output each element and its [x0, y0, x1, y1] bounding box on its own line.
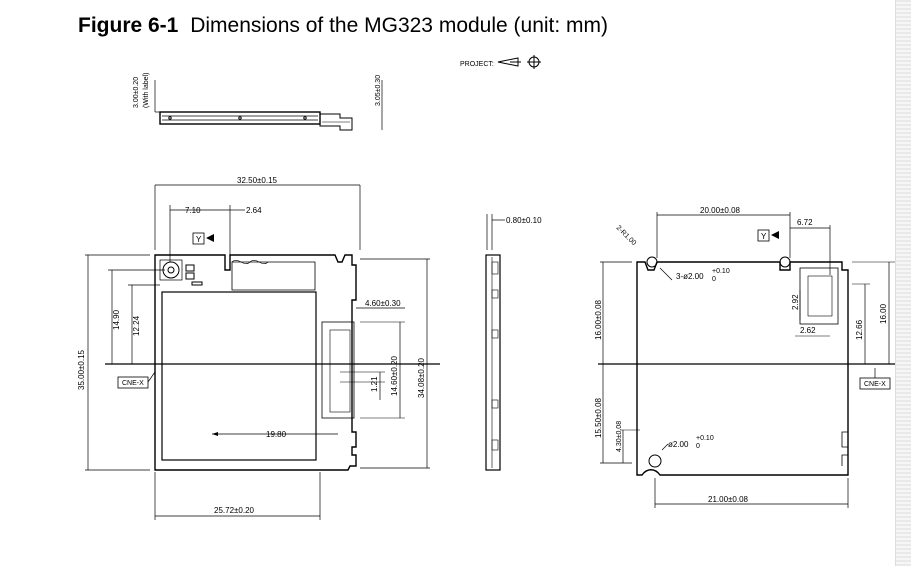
front-offset-b: 2.64 [246, 206, 262, 215]
front-center-distance: 19.80 [266, 430, 287, 439]
back-dim-16-00: 16.00 [879, 303, 888, 324]
edge-thickness: 0.80±0.10 [506, 216, 542, 225]
back-dim-12-66: 12.66 [855, 319, 864, 340]
mount-hole [648, 454, 662, 468]
back-height-small: 4.30±0.08 [616, 421, 623, 452]
back-hole-single: ø2.00 [668, 440, 689, 449]
module-outline [154, 254, 357, 471]
projection-symbol: PROJECT: [460, 55, 541, 69]
front-height-right: 34.08±0.20 [417, 357, 426, 398]
side-height-right: 3.05±0.30 [375, 75, 382, 106]
back-dim-2-62: 2.62 [800, 326, 816, 335]
back-width-top: 20.00±0.08 [700, 206, 741, 215]
front-pad-width: 4.60±0.30 [365, 299, 401, 308]
edge-outline [485, 254, 501, 471]
back-dim-2-92: 2.92 [791, 294, 800, 310]
side-view: 3.00±0.20 (With label) 3.05±0.30 [133, 73, 383, 131]
back-height-lower: 15.50±0.08 [594, 397, 603, 438]
back-width-bottom: 21.00±0.08 [708, 495, 749, 504]
front-width-top: 32.50±0.15 [237, 176, 278, 185]
front-height-total: 35.00±0.15 [77, 349, 86, 390]
back-hole-tol-lower: 0 [696, 443, 700, 450]
front-datum-y: Y [196, 235, 202, 244]
side-height-with-label: 3.00±0.20 [133, 77, 140, 108]
antenna-connector [162, 261, 180, 279]
back-height-upper: 16.00±0.08 [594, 299, 603, 340]
back-offset: 6.72 [797, 218, 813, 227]
page-scroll-edge [895, 0, 911, 566]
side-with-label-note: (With label) [143, 73, 150, 108]
back-datum-y: Y [761, 232, 767, 241]
front-datum-y-box [192, 232, 205, 245]
front-height-a: 14.90 [112, 309, 121, 330]
front-width-bottom: 25.72±0.20 [214, 506, 255, 515]
figure-number: Figure 6-1 [78, 14, 179, 37]
front-view: 32.50±0.15 7.10 2.64 Y 35.00±0.15 14.90 … [77, 176, 440, 520]
back-radius: 2-R1.00 [615, 224, 638, 247]
front-pad-height: 14.60±0.20 [390, 355, 399, 396]
front-offset-a: 7.10 [185, 206, 201, 215]
front-small-height: 1.21 [370, 376, 379, 392]
projection-label: PROJECT: [460, 61, 494, 68]
shield-can [161, 291, 317, 461]
back-hole-tol-upper: +0.10 [696, 435, 714, 442]
edge-view: 0.80±0.10 [485, 214, 542, 471]
back-outline [636, 261, 849, 476]
back-holes-tol-lower: 0 [712, 276, 716, 283]
back-view: 2-R1.00 20.00±0.08 6.72 Y 3-ø2.00 +0.10 … [594, 206, 895, 508]
back-holes-tol-upper: +0.10 [712, 268, 730, 275]
back-datum-label: CNE-X [864, 381, 886, 388]
figure-title: Figure 6-1 Dimensions of the MG323 modul… [78, 14, 608, 38]
front-datum-label: CNE-X [122, 380, 144, 387]
pad-area [321, 321, 355, 419]
front-height-b: 12.24 [132, 315, 141, 336]
back-holes: 3-ø2.00 [676, 272, 704, 281]
figure-caption: Dimensions of the MG323 module (unit: mm… [190, 14, 609, 37]
